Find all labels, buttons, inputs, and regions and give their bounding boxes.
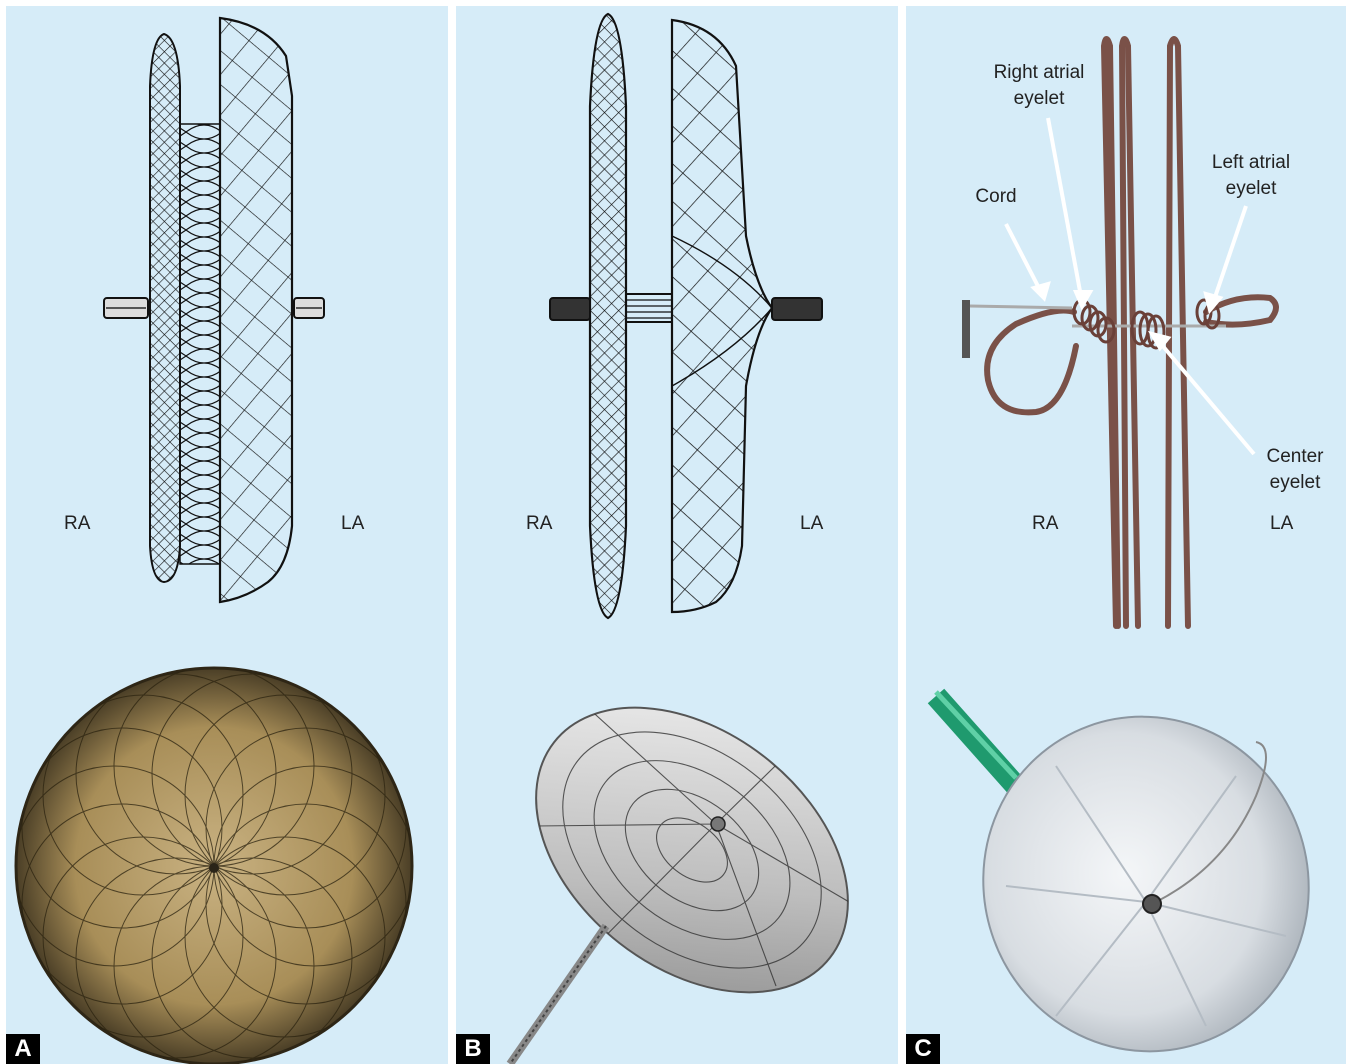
ra-hub xyxy=(550,298,590,320)
panel-a-tag: A xyxy=(6,1034,40,1064)
la-disc xyxy=(220,18,292,602)
center-eyelet-label: Center eyelet xyxy=(1252,444,1338,496)
waist-mesh xyxy=(626,294,672,322)
panel-c-tag: C xyxy=(906,1034,940,1064)
cord-label: Cord xyxy=(966,184,1026,210)
panel-a: RA LA A xyxy=(6,6,448,1064)
ra-hub xyxy=(104,298,148,318)
la-disc xyxy=(672,20,772,612)
waist-mesh xyxy=(180,124,220,564)
ra-label: RA xyxy=(1032,513,1058,535)
gold-mesh-disc-photo xyxy=(14,666,414,1064)
panel-b: RA LA B xyxy=(456,6,898,1064)
la-hub xyxy=(772,298,822,320)
membrane-disc-photo xyxy=(936,671,1346,1064)
ra-disc xyxy=(150,34,180,582)
left-atrial-eyelet-label: Left atrial eyelet xyxy=(1196,150,1306,202)
panel-b-tag: B xyxy=(456,1034,490,1064)
silver-mesh-disc-photo xyxy=(481,649,898,1064)
right-atrial-eyelet-text: Right atrial eyelet xyxy=(994,62,1085,109)
panel-b-drawing xyxy=(456,6,898,1064)
ra-label: RA xyxy=(526,513,552,535)
la-label: LA xyxy=(1270,513,1293,535)
la-label: LA xyxy=(341,513,364,535)
ra-disc xyxy=(590,14,626,618)
center-eyelet-text: Center eyelet xyxy=(1266,446,1323,493)
panel-c: Right atrial eyelet Left atrial eyelet C… xyxy=(906,6,1346,1064)
la-label: LA xyxy=(800,513,823,535)
la-hub xyxy=(294,298,324,318)
panel-a-drawing xyxy=(6,6,448,1064)
right-atrial-eyelet-label: Right atrial eyelet xyxy=(984,60,1094,112)
left-atrial-eyelet-text: Left atrial eyelet xyxy=(1212,152,1290,199)
ra-label: RA xyxy=(64,513,90,535)
